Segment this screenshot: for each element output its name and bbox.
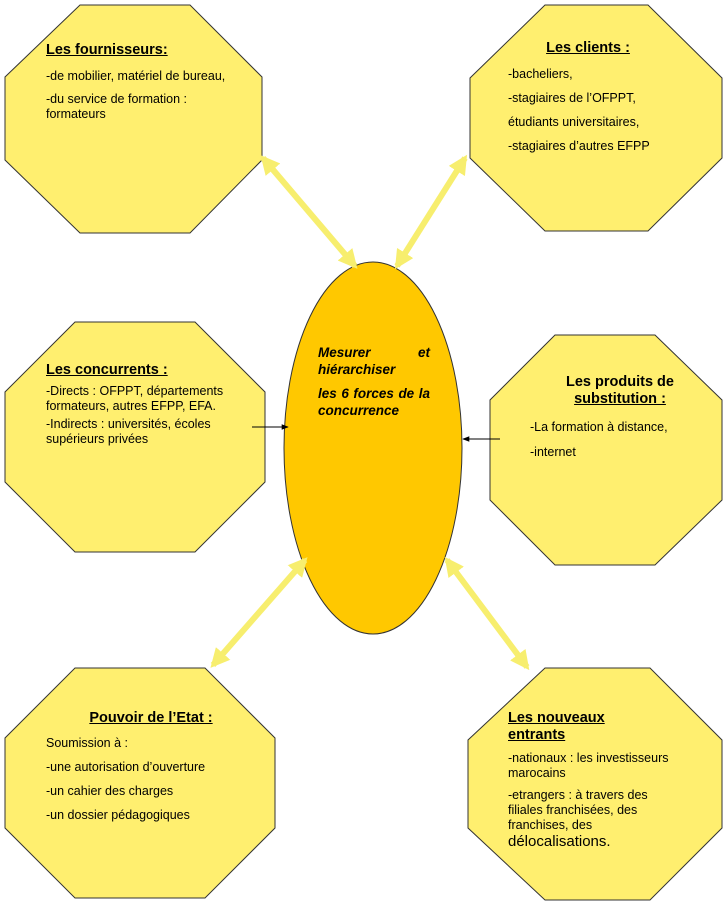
center-line-2: les 6 forces de la concurrence [318, 386, 430, 418]
fournisseurs-title: Les fournisseurs: [46, 42, 168, 58]
substitution-title-1: Les produits de [566, 374, 674, 390]
arrow-etat-center [210, 557, 308, 668]
etat-title: Pouvoir de l’Etat : [89, 710, 213, 726]
arrow-fournisseurs-center [260, 155, 358, 269]
clients-item: étudiants universitaires, [508, 115, 640, 129]
center-text: Mesurer et hiérarchiser les 6 forces de … [318, 344, 430, 426]
box-etat: Pouvoir de l’Etat : Soumission à : -une … [46, 710, 256, 823]
substitution-item: -internet [530, 445, 576, 459]
substitution-item: -La formation à distance, [530, 420, 668, 434]
box-concurrents: Les concurrents : -Directs : OFPPT, dépa… [46, 362, 236, 447]
box-entrants: Les nouveaux entrants -nationaux : les i… [508, 710, 678, 851]
octagon-etat [4, 667, 276, 899]
clients-item: -bacheliers, [508, 67, 573, 81]
etat-item: -un cahier des charges [46, 784, 174, 798]
etat-item: -un dossier pédagogiques [46, 808, 190, 822]
etat-item: Soumission à : [46, 736, 128, 750]
box-clients: Les clients : -bacheliers, -stagiaires d… [508, 40, 688, 154]
fournisseurs-item: -de mobilier, matériel de bureau, [46, 69, 226, 83]
clients-title: Les clients : [546, 40, 630, 56]
box-fournisseurs: Les fournisseurs: -de mobilier, matériel… [46, 42, 226, 122]
octagon-clients [469, 4, 723, 232]
box-substitution: Les produits de substitution : -La forma… [530, 374, 710, 460]
octagon-concurrents [4, 321, 266, 553]
center-ellipse [283, 261, 463, 635]
substitution-title-2: substitution : [574, 391, 666, 407]
entrants-item: -etrangers : à travers des filiales fran… [508, 788, 648, 832]
entrants-title-2: entrants [508, 727, 566, 743]
octagon-entrants [467, 667, 723, 901]
center-line-1: Mesurer et hiérarchiser [318, 345, 430, 377]
entrants-title-1: Les nouveaux [508, 710, 605, 726]
entrants-item: -nationaux : les investisseurs marocains [508, 751, 669, 780]
concurrents-item: -Directs : OFPPT, départements formateur… [46, 384, 224, 413]
clients-item: -stagiaires d’autres EFPP [508, 139, 650, 153]
concurrents-title: Les concurrents : [46, 362, 168, 378]
octagon-substitution [489, 334, 723, 566]
arrow-entrants-center [444, 556, 530, 671]
octagon-fournisseurs [4, 4, 263, 234]
etat-item: -une autorisation d’ouverture [46, 760, 206, 774]
arrow-clients-center [394, 154, 468, 270]
concurrents-item: -Indirects : universités, écoles supérie… [46, 417, 211, 446]
clients-item: -stagiaires de l’OFPPT, [508, 91, 636, 105]
entrants-last-word: délocalisations. [508, 833, 611, 850]
fournisseurs-item: -du service de formation : formateurs [46, 92, 188, 121]
